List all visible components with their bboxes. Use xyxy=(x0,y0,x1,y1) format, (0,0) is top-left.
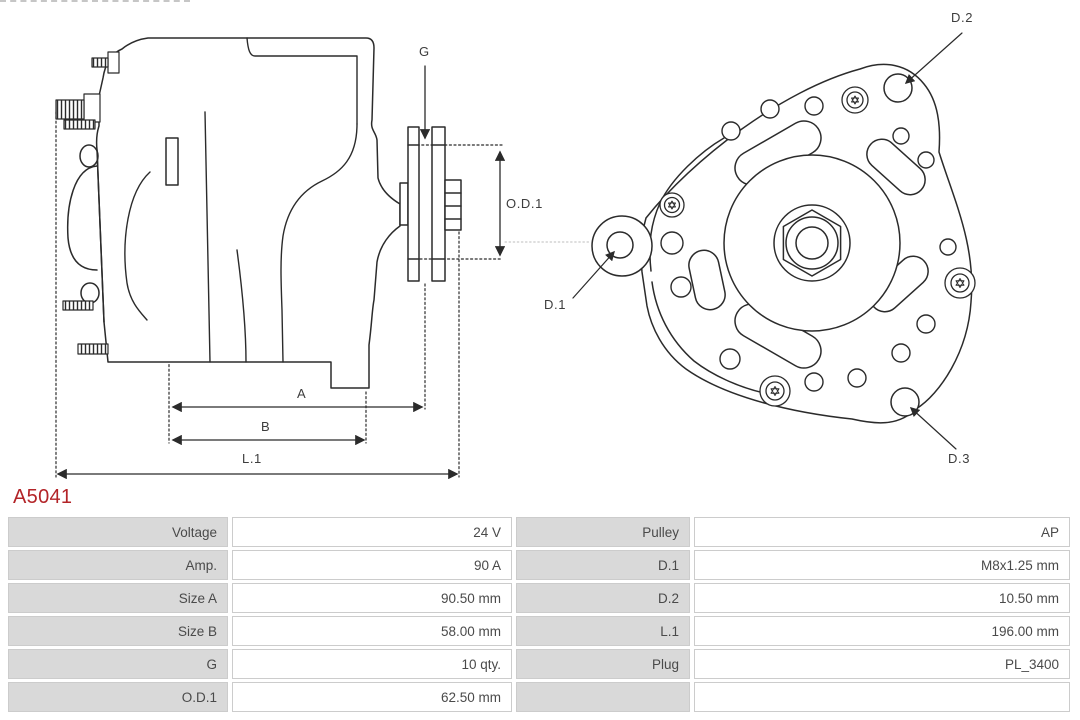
front-leader-lines xyxy=(572,32,963,450)
spec-value-cell: 90 A xyxy=(232,550,512,580)
spec-label-cell: D.2 xyxy=(516,583,690,613)
spec-value-cell: AP xyxy=(694,517,1070,547)
housing-side-outline xyxy=(95,37,401,389)
mounting-lug-face xyxy=(165,137,179,186)
spec-value-cell: M8x1.25 mm xyxy=(694,550,1070,580)
spec-value-cell: 58.00 mm xyxy=(232,616,512,646)
d3-leader-line xyxy=(909,407,957,450)
rear-terminal-knob xyxy=(79,144,99,168)
spec-label-cell: Size A xyxy=(8,583,228,613)
part-number: A5041 xyxy=(13,486,73,508)
rear-terminal-knob xyxy=(80,282,100,304)
housing-holes xyxy=(660,96,957,392)
spec-value-cell: 196.00 mm xyxy=(694,616,1070,646)
terminal-studs xyxy=(55,51,120,355)
spec-value-cell xyxy=(694,682,1070,712)
d1-leader-line xyxy=(572,250,615,299)
rotor-and-nut xyxy=(723,154,901,332)
page-top-dashed-artifact xyxy=(0,0,190,2)
spec-value-cell: 10.50 mm xyxy=(694,583,1070,613)
spec-label-cell: Voltage xyxy=(8,517,228,547)
shaft-nut xyxy=(444,179,462,231)
spec-label-cell: Amp. xyxy=(8,550,228,580)
dim-label-d3: D.3 xyxy=(948,451,971,466)
d2-leader-line xyxy=(904,32,963,84)
fan-cutouts xyxy=(688,120,929,369)
alternator-line-drawing xyxy=(55,32,976,480)
spec-value-cell: 10 qty. xyxy=(232,649,512,679)
dim-label-l1: L.1 xyxy=(242,451,262,466)
dimension-arrows xyxy=(56,65,506,480)
specs-table: Voltage 24 V Pulley AP Amp. 90 A D.1 M8x… xyxy=(8,517,1072,712)
bolt-heads xyxy=(659,86,976,407)
d2-hole xyxy=(883,73,913,103)
spec-value-cell: PL_3400 xyxy=(694,649,1070,679)
spec-label-cell: G xyxy=(8,649,228,679)
technical-drawing-area: G O.D.1 A B L.1 D.1 D.2 D.3 xyxy=(55,10,976,480)
spec-label-cell: O.D.1 xyxy=(8,682,228,712)
spec-label-cell: L.1 xyxy=(516,616,690,646)
dim-label-a: A xyxy=(297,386,307,401)
spec-value-cell: 90.50 mm xyxy=(232,583,512,613)
spec-value-cell: 24 V xyxy=(232,517,512,547)
front-view xyxy=(572,32,976,450)
dim-label-b: B xyxy=(261,419,271,434)
side-view xyxy=(55,37,591,480)
spec-label-cell: Plug xyxy=(516,649,690,679)
spec-label-cell: Size B xyxy=(8,616,228,646)
spec-value-cell: 62.50 mm xyxy=(232,682,512,712)
dim-label-d2: D.2 xyxy=(951,10,974,25)
housing-inner-edge xyxy=(651,281,765,394)
spec-label-cell: D.1 xyxy=(516,550,690,580)
housing-interior-lines xyxy=(124,37,358,363)
spec-label-cell: Pulley xyxy=(516,517,690,547)
d1-hole xyxy=(606,231,634,259)
dim-label-od1: O.D.1 xyxy=(506,196,543,211)
pulley xyxy=(399,126,462,282)
rear-cover-edge xyxy=(96,149,105,323)
dim-label-d1: D.1 xyxy=(544,297,567,312)
spec-label-cell xyxy=(516,682,690,712)
dim-label-g: G xyxy=(419,44,430,59)
rear-cover-bump xyxy=(66,165,98,271)
